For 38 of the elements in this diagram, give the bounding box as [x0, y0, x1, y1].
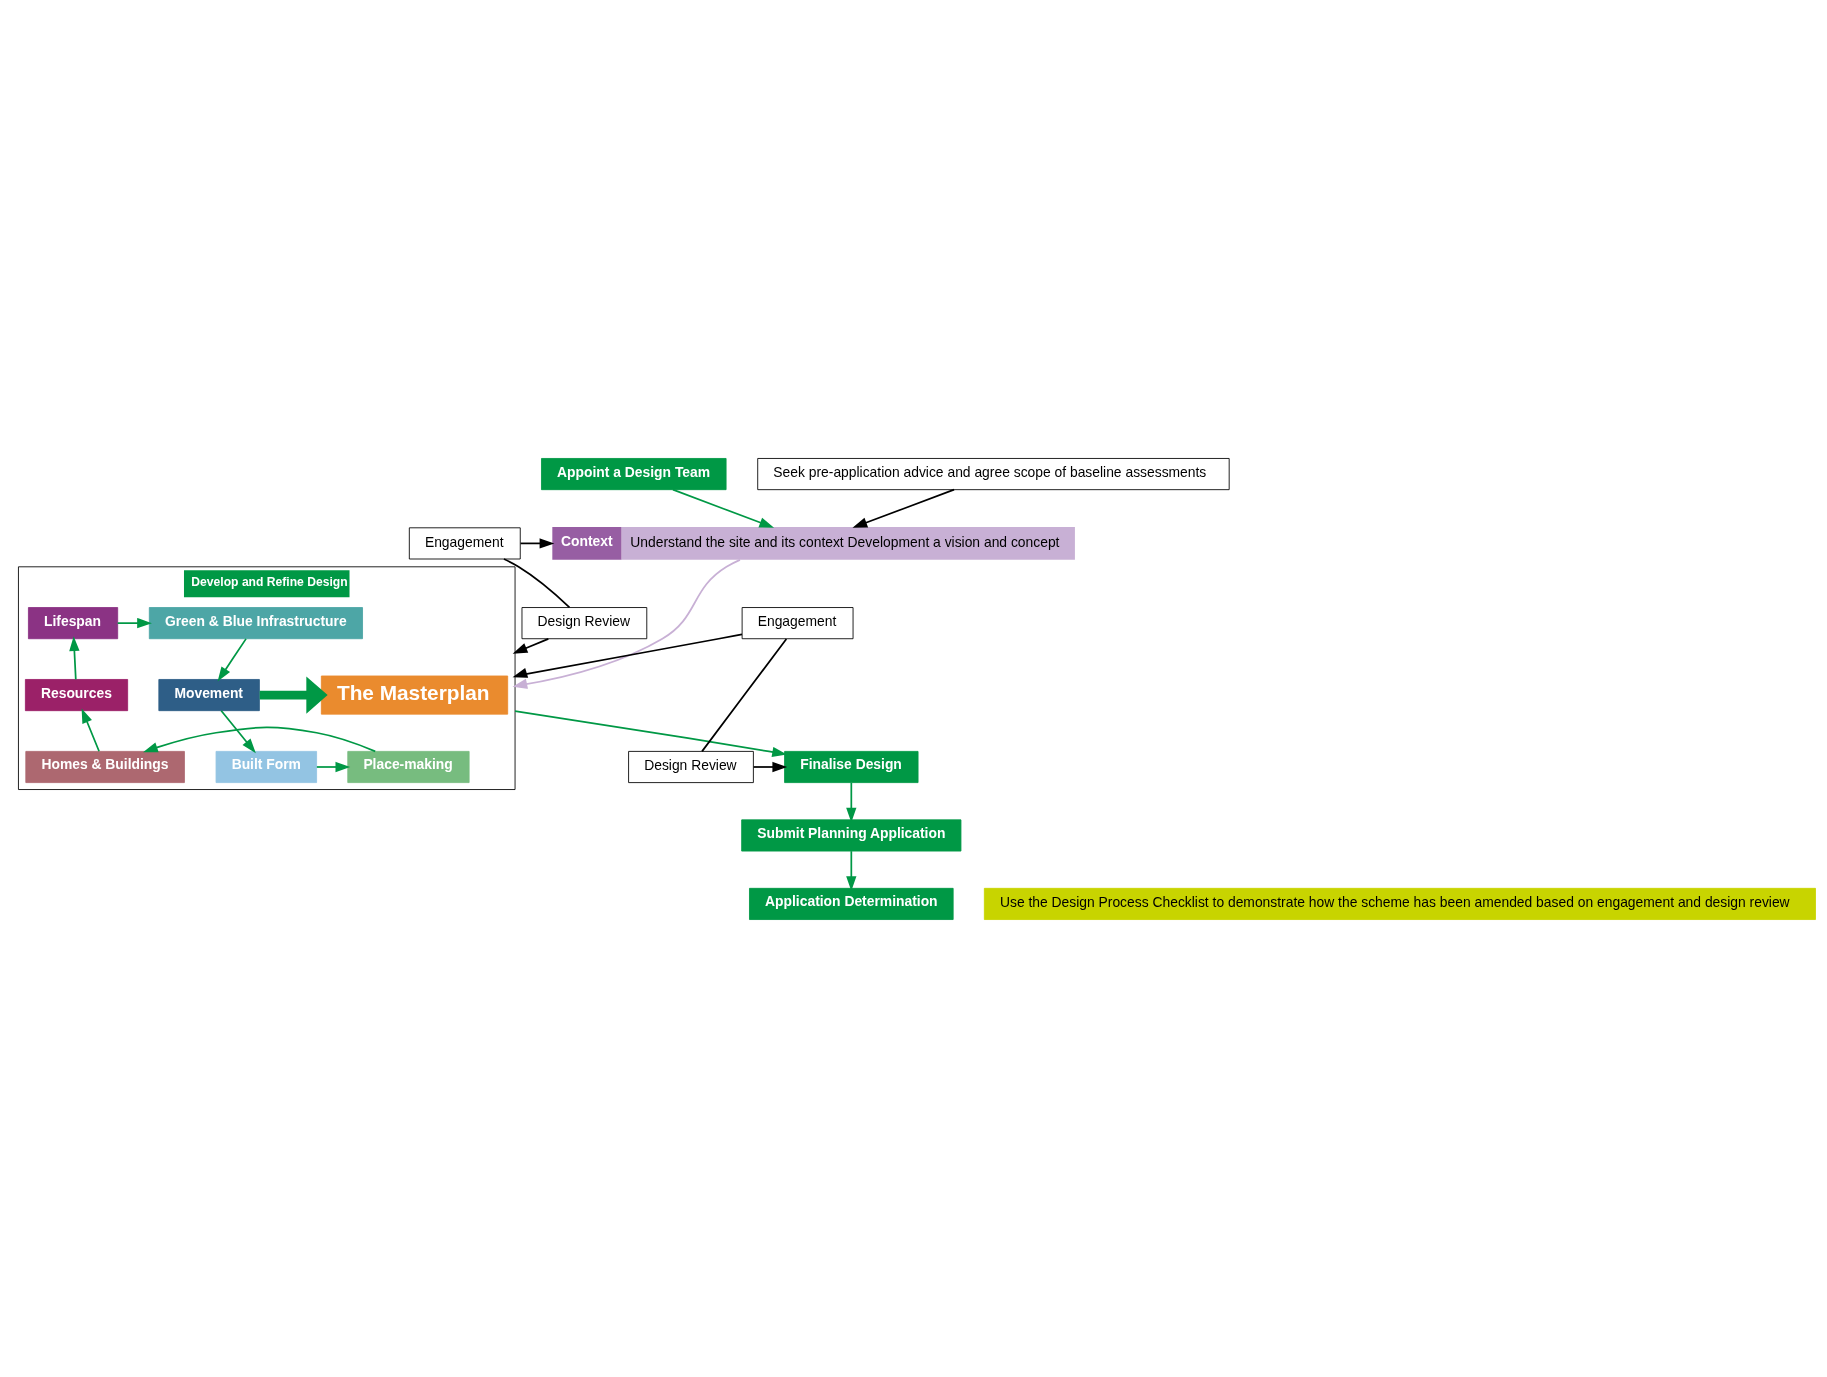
node-box: Resources: [24, 678, 129, 711]
arrow: [81, 707, 100, 752]
node-box: Appoint a Design Team: [541, 457, 727, 490]
node-box: Engagement: [408, 526, 521, 559]
arrow: [672, 488, 775, 528]
arrow: [259, 675, 328, 714]
arrow: [846, 781, 857, 822]
node-box: Seek pre-application advice and agree scope of baseline assessments: [757, 457, 1230, 490]
arrow: [512, 558, 741, 689]
arrow: [116, 617, 152, 628]
node-box: Place-making: [347, 750, 470, 783]
node-box: Use the Design Process Checklist to demonstrate how the scheme has been amended based on engagement and design review: [983, 887, 1816, 920]
node-box: Submit Planning Application: [741, 818, 962, 851]
arrow: [512, 633, 743, 678]
arrow: [143, 725, 377, 752]
arrow: [220, 709, 256, 753]
arrow: [514, 709, 787, 757]
arrow: [852, 488, 955, 528]
node-box: Design Review: [628, 750, 754, 783]
arrow: [315, 761, 351, 772]
arrow: [217, 637, 247, 682]
node-box: Built Form: [215, 750, 317, 783]
arrow: [519, 537, 555, 549]
arrow: [846, 849, 857, 891]
node-box: Engagement: [741, 606, 854, 639]
node-box: Application Determination: [749, 887, 954, 920]
node-box: The Masterplan: [320, 675, 509, 715]
arrow: [69, 635, 80, 680]
node-box: Movement: [158, 678, 260, 711]
arrow: [512, 637, 550, 654]
node-box: Homes & Buildings: [25, 750, 185, 783]
node-box: Green & Blue Infrastructure: [148, 606, 363, 639]
node-box: Design Review: [521, 606, 648, 639]
node-box: Lifespan: [28, 606, 119, 639]
connector: [701, 637, 788, 752]
node-box: Finalise Design: [784, 750, 919, 783]
arrow: [752, 761, 788, 772]
connector: [503, 557, 571, 608]
